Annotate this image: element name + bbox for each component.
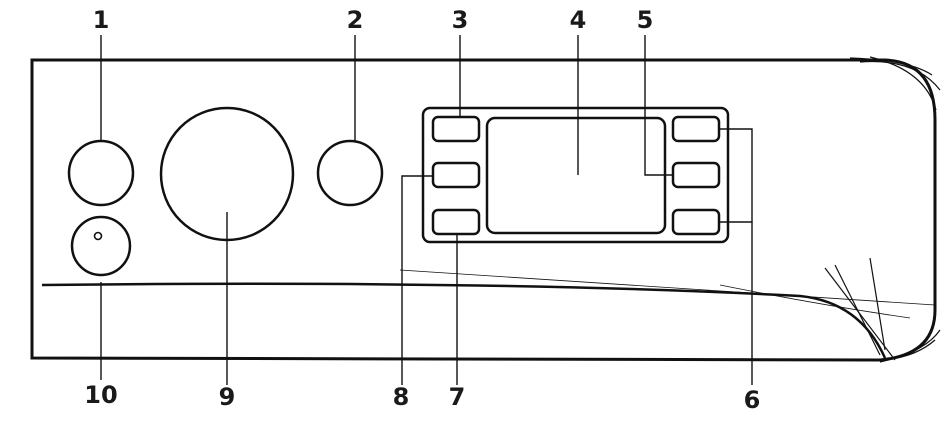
leader-5 [644, 35, 673, 176]
display-screen [485, 116, 667, 235]
knob-10[interactable] [70, 215, 132, 277]
sketch-flourish [824, 56, 941, 363]
right-button-top[interactable] [671, 115, 721, 143]
left-button-middle[interactable] [431, 161, 481, 189]
leader-6 [719, 128, 753, 223]
callout-4: 4 [569, 6, 587, 34]
panel-curve-thin [399, 269, 936, 306]
panel-curve-thin-2 [719, 284, 911, 319]
callout-9: 9 [218, 383, 236, 411]
knob-1[interactable] [67, 139, 135, 207]
knob-2[interactable] [316, 139, 384, 207]
callout-6: 6 [743, 386, 761, 414]
callout-10: 10 [84, 381, 118, 409]
right-button-middle[interactable] [671, 161, 721, 189]
right-button-bottom[interactable] [671, 208, 721, 236]
callout-5: 5 [636, 6, 654, 34]
leader-lines [100, 35, 753, 385]
callout-2: 2 [346, 6, 364, 34]
panel-outline [30, 58, 937, 362]
panel-curve-line [41, 282, 887, 359]
left-button-top[interactable] [431, 115, 481, 143]
callout-3: 3 [451, 6, 469, 34]
leader-8 [401, 175, 433, 385]
knob-10-indicator [93, 231, 103, 241]
callout-1: 1 [92, 6, 110, 34]
left-button-bottom[interactable] [431, 208, 481, 236]
display-module-frame [421, 106, 730, 244]
callout-7: 7 [448, 383, 466, 411]
callout-8: 8 [392, 383, 410, 411]
